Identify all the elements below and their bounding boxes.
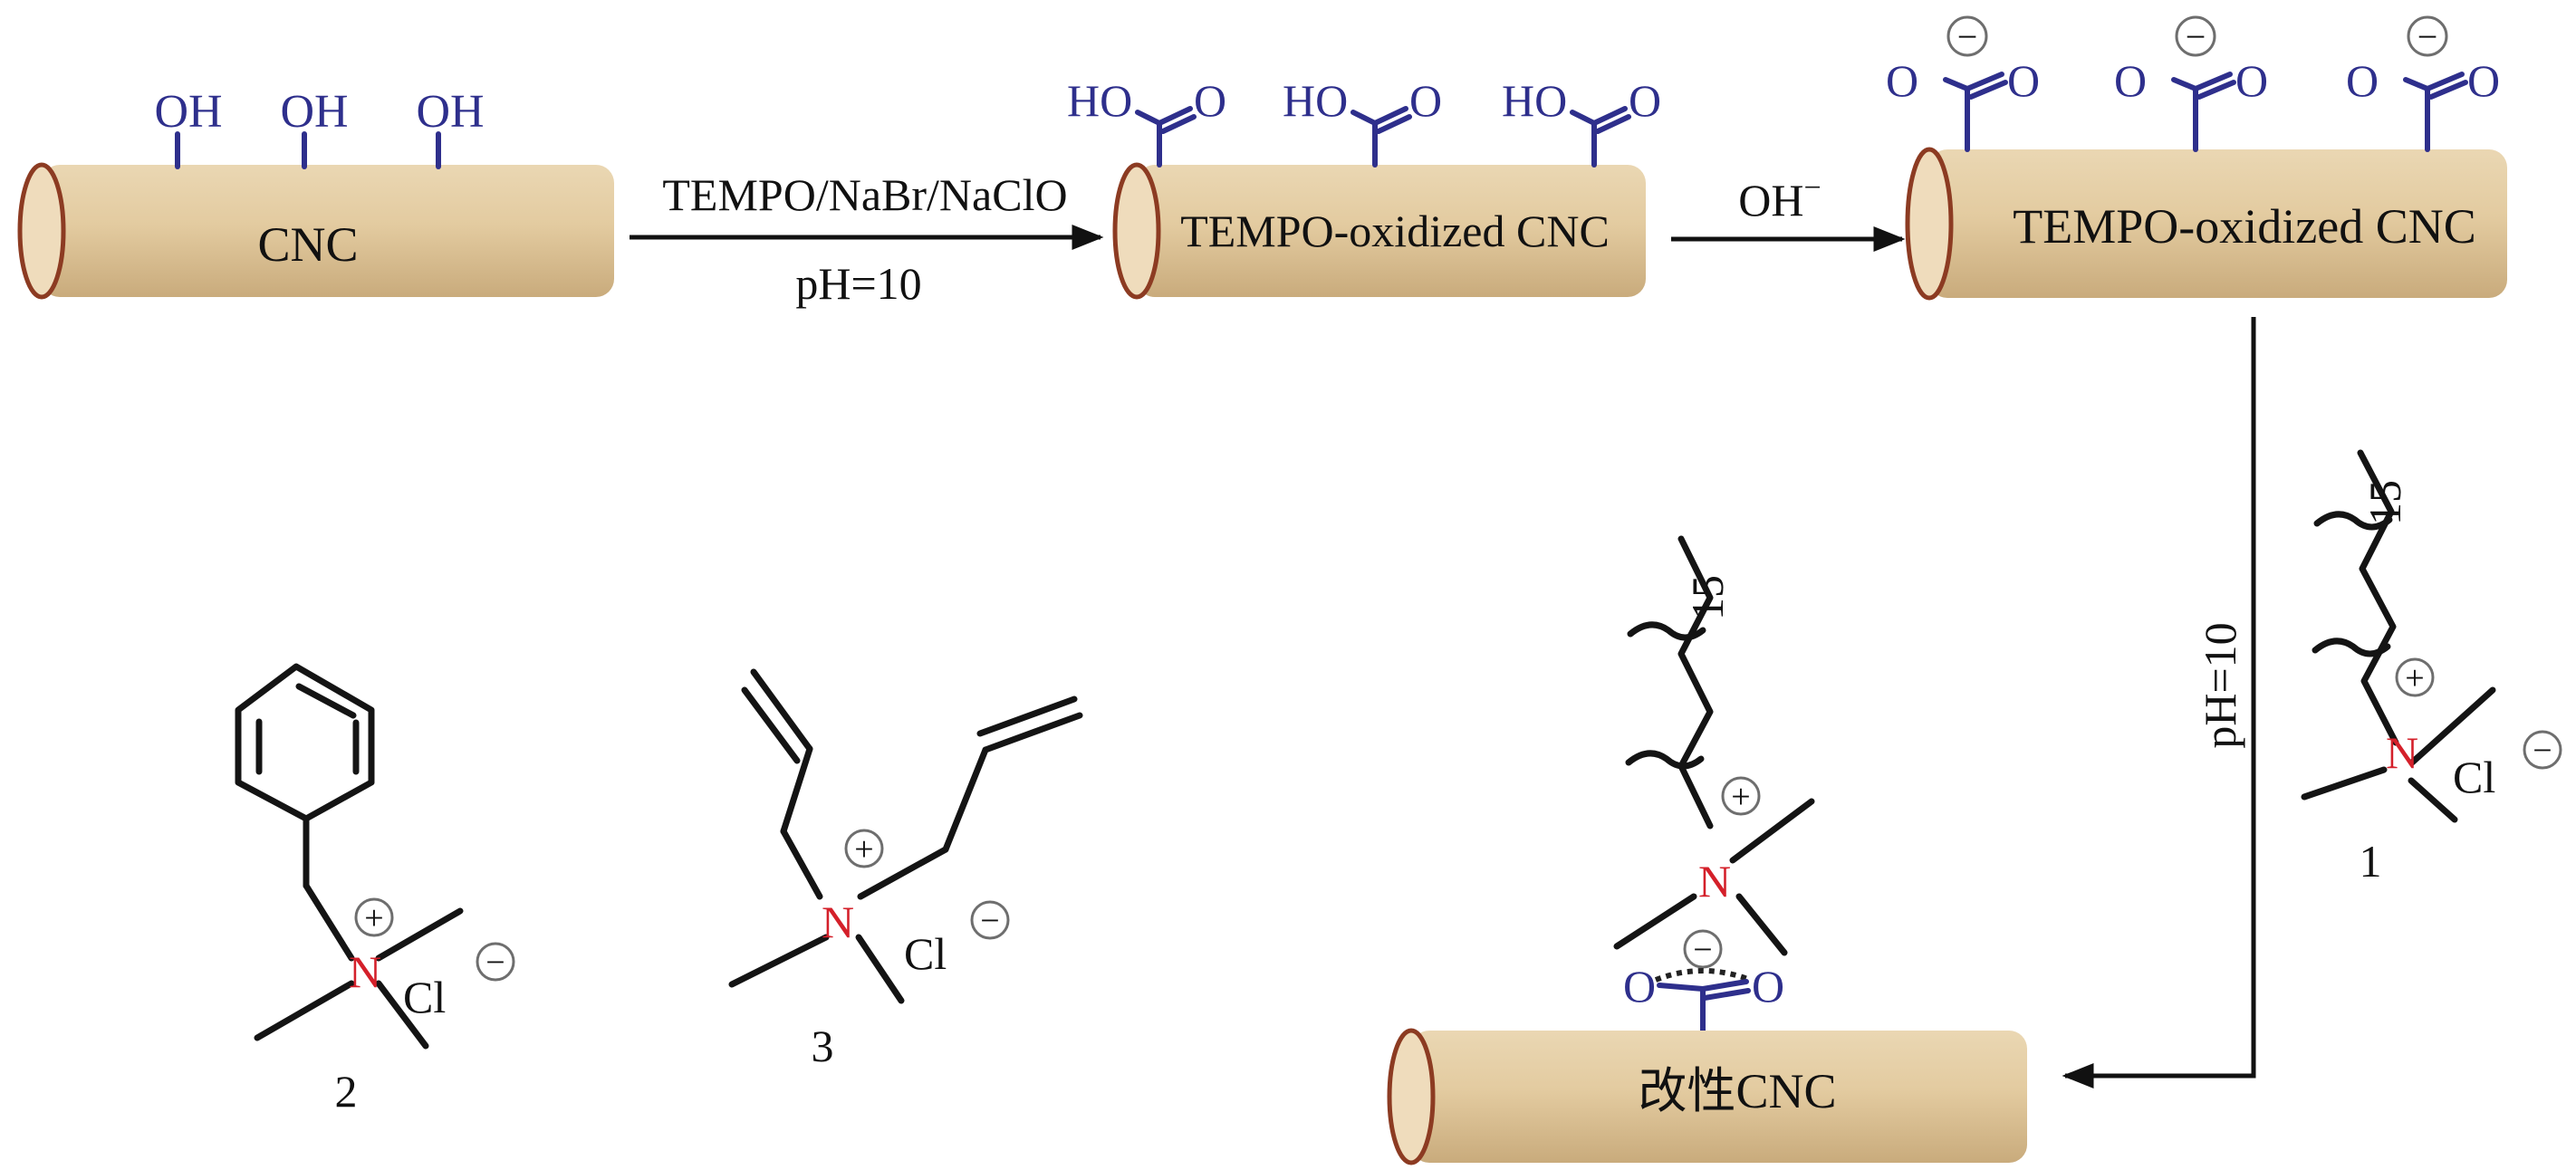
o-label: O <box>2007 55 2040 106</box>
ho-label: HO <box>1283 75 1348 126</box>
ho-label: HO <box>1067 75 1132 126</box>
ho-label: HO <box>1502 75 1567 126</box>
modified-cnc-label: 改性CNC <box>1638 1064 1836 1118</box>
o-label: O <box>1629 75 1661 126</box>
compound-3-structure: N + Cl − 3 <box>728 668 1083 1071</box>
nitrogen-atom: N <box>2386 727 2418 778</box>
compound-number: 2 <box>335 1066 358 1117</box>
o-label: O <box>1886 55 1918 106</box>
positive-charge: + <box>1731 778 1750 816</box>
o-label: O <box>1194 75 1226 126</box>
negative-charge: − <box>1957 16 1978 57</box>
hydroxyl-groups: OH OH OH <box>154 86 485 169</box>
o-label: O <box>2467 55 2500 106</box>
carboxylate-groups: O O − O O − O O − <box>1886 15 2500 152</box>
nitrogen-atom: N <box>1698 856 1731 906</box>
reagent-hydroxide: OH− <box>1738 171 1821 225</box>
o-label: O <box>2235 55 2268 106</box>
negative-charge: − <box>980 902 999 940</box>
o-label: O <box>2346 55 2379 106</box>
negative-charge: − <box>2186 16 2206 57</box>
oh-label: OH <box>154 86 222 138</box>
oh-label: OH <box>416 86 484 138</box>
nitrogen-atom: N <box>822 897 854 947</box>
negative-charge: − <box>2533 732 2552 770</box>
compound-number: 1 <box>2360 836 2382 887</box>
chloride-label: Cl <box>2453 752 2495 802</box>
cnc-label: CNC <box>257 217 358 272</box>
carboxylic-acid-groups: HO O HO O HO O <box>1067 75 1661 168</box>
chain-repeat-count: 15 <box>2360 480 2410 525</box>
chloride-label: Cl <box>904 928 947 979</box>
nitrogen-atom: N <box>349 946 381 997</box>
positive-charge: + <box>2405 659 2424 697</box>
reaction-arrow-1: TEMPO/NaBr/NaClO pH=10 <box>630 169 1104 309</box>
o-label: O <box>1623 961 1656 1012</box>
compound-number: 3 <box>812 1021 834 1071</box>
tempo-oxidized-cnc-rod: TEMPO-oxidized CNC <box>1112 162 1646 300</box>
reagent-ph: pH=10 <box>795 258 921 309</box>
positive-charge: + <box>854 830 873 868</box>
cnc-rod: CNC <box>17 162 614 300</box>
modified-cnc-surfactant: 15 N + <box>1613 535 1815 956</box>
o-label: O <box>2114 55 2147 106</box>
reagent-tempo: TEMPO/NaBr/NaClO <box>662 169 1067 220</box>
hydroxide-charge: − <box>1804 171 1821 205</box>
negative-charge: − <box>2417 16 2438 57</box>
oxidized-label: TEMPO-oxidized CNC <box>2013 199 2475 254</box>
hydroxide-text: OH <box>1738 175 1803 225</box>
reaction-arrow-2: OH− <box>1671 171 1906 252</box>
o-label: O <box>1752 961 1784 1012</box>
modified-cnc-carboxylate: − O O <box>1623 929 1784 1035</box>
chain-repeat-count: 15 <box>1682 575 1733 620</box>
modified-cnc-rod: 改性CNC <box>1387 1028 2027 1165</box>
o-label: O <box>1409 75 1442 126</box>
oh-label: OH <box>280 86 348 138</box>
compound-1-structure: N 15 + Cl − 1 <box>2301 449 2562 887</box>
tempo-oxidized-cnc-rod: TEMPO-oxidized CNC <box>1905 147 2507 301</box>
chloride-label: Cl <box>403 972 446 1022</box>
positive-charge: + <box>364 899 383 937</box>
negative-charge: − <box>1693 931 1712 969</box>
reagent-ph: pH=10 <box>2195 622 2245 748</box>
reaction-arrow-3: pH=10 <box>2062 317 2256 1088</box>
negative-charge: − <box>485 944 505 982</box>
oxidized-label: TEMPO-oxidized CNC <box>1180 206 1610 256</box>
compound-2-structure: N + Cl − 2 <box>235 663 515 1117</box>
